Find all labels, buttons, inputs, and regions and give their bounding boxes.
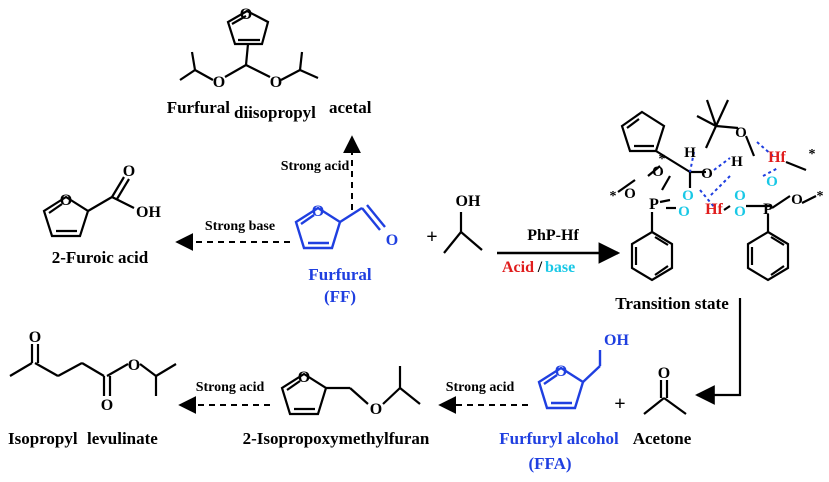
- ffa-label: Furfuryl alcohol: [499, 429, 619, 448]
- furfural-ring-o: O: [312, 203, 324, 220]
- acetal-structure: [179, 9, 319, 81]
- plus-sign-1: +: [426, 226, 437, 248]
- ts-star-2: *: [659, 152, 666, 167]
- ts-star-3: *: [610, 189, 617, 204]
- furoic-acid-structure: [42, 176, 135, 238]
- ts-hf-mid: Hf: [705, 201, 723, 218]
- ts-o-cyan-1: O: [682, 188, 694, 204]
- ts-o-carbonyl: O: [701, 166, 713, 182]
- ts-star-1: *: [809, 147, 816, 162]
- ts-o-cyan-2: O: [678, 204, 690, 220]
- ts-o-cyan-4: O: [734, 204, 746, 220]
- ts-hf-top: Hf: [768, 149, 786, 166]
- ipmf-ether-o: O: [370, 401, 382, 418]
- acetal-label-3: acetal: [329, 98, 372, 117]
- ffa-ring-o: O: [555, 363, 567, 380]
- ts-o-top: O: [735, 125, 747, 141]
- lev-ketone-o: O: [29, 329, 41, 346]
- condition-strong-base: Strong base: [205, 219, 275, 234]
- slash: /: [537, 259, 543, 276]
- ts-p-left: P: [649, 196, 659, 213]
- furoic-carbonyl-o: O: [123, 163, 135, 180]
- furoic-acid-label: 2-Furoic acid: [52, 248, 149, 267]
- ipmf-label: 2-Isopropoxymethylfuran: [243, 429, 430, 448]
- ts-h2: H: [731, 154, 743, 170]
- ts-h1: H: [684, 145, 696, 161]
- lev-ester-o: O: [128, 357, 140, 374]
- ts-o-left: O: [624, 186, 636, 202]
- ts-star-4: *: [817, 189, 824, 204]
- ts-o-cyan-5: O: [766, 174, 778, 190]
- ts-p-right: P: [763, 201, 773, 218]
- levulinate-label-2: levulinate: [87, 429, 158, 448]
- acetal-ring-o: O: [240, 6, 252, 23]
- condition-strong-acid-up: Strong acid: [281, 159, 350, 174]
- isopropanol-structure: [443, 212, 483, 254]
- acetal-o-right: O: [270, 74, 282, 91]
- furfural-abbr: (FF): [324, 287, 356, 306]
- ipmf-ring-o: O: [298, 369, 310, 386]
- acetone-label: Acetone: [633, 429, 692, 448]
- acetal-label-1: Furfural: [167, 98, 231, 117]
- levulinate-label-1: Isopropyl: [8, 429, 78, 448]
- furoic-oh: OH: [136, 204, 161, 221]
- condition-strong-acid-2: Strong acid: [196, 380, 265, 395]
- catalyst-label: PhP-Hf: [527, 227, 579, 244]
- base-word: base: [545, 259, 575, 276]
- furfural-label: Furfural: [308, 265, 372, 284]
- ffa-structure: [537, 350, 602, 410]
- levulinate-structure: [9, 344, 177, 396]
- lev-ester-carbonyl-o: O: [101, 397, 113, 414]
- arrow-to-acetone: [695, 298, 742, 405]
- transition-state-label: Transition state: [615, 294, 729, 313]
- acetone-o: O: [658, 365, 670, 382]
- transition-state-structure: [617, 99, 817, 282]
- ffa-abbr: (FFA): [528, 454, 571, 473]
- furoic-ring-o: O: [60, 192, 72, 209]
- condition-strong-acid-1: Strong acid: [446, 380, 515, 395]
- ipmf-structure: [280, 366, 421, 416]
- plus-sign-2: +: [614, 393, 625, 415]
- ts-hbonds: [689, 141, 779, 209]
- furfural-structure: [294, 204, 386, 250]
- isopropanol-oh: OH: [456, 193, 481, 210]
- acetal-o-left: O: [213, 74, 225, 91]
- ffa-oh: OH: [604, 332, 629, 349]
- ts-o-right: O: [791, 192, 803, 208]
- furfural-carbonyl-o: O: [386, 232, 398, 249]
- acetal-label-2: diisopropyl: [234, 103, 316, 122]
- ts-o-left-top: O: [652, 164, 664, 180]
- acetone-structure: [643, 380, 687, 415]
- ts-o-cyan-3: O: [734, 188, 746, 204]
- acid-word: Acid: [502, 259, 534, 276]
